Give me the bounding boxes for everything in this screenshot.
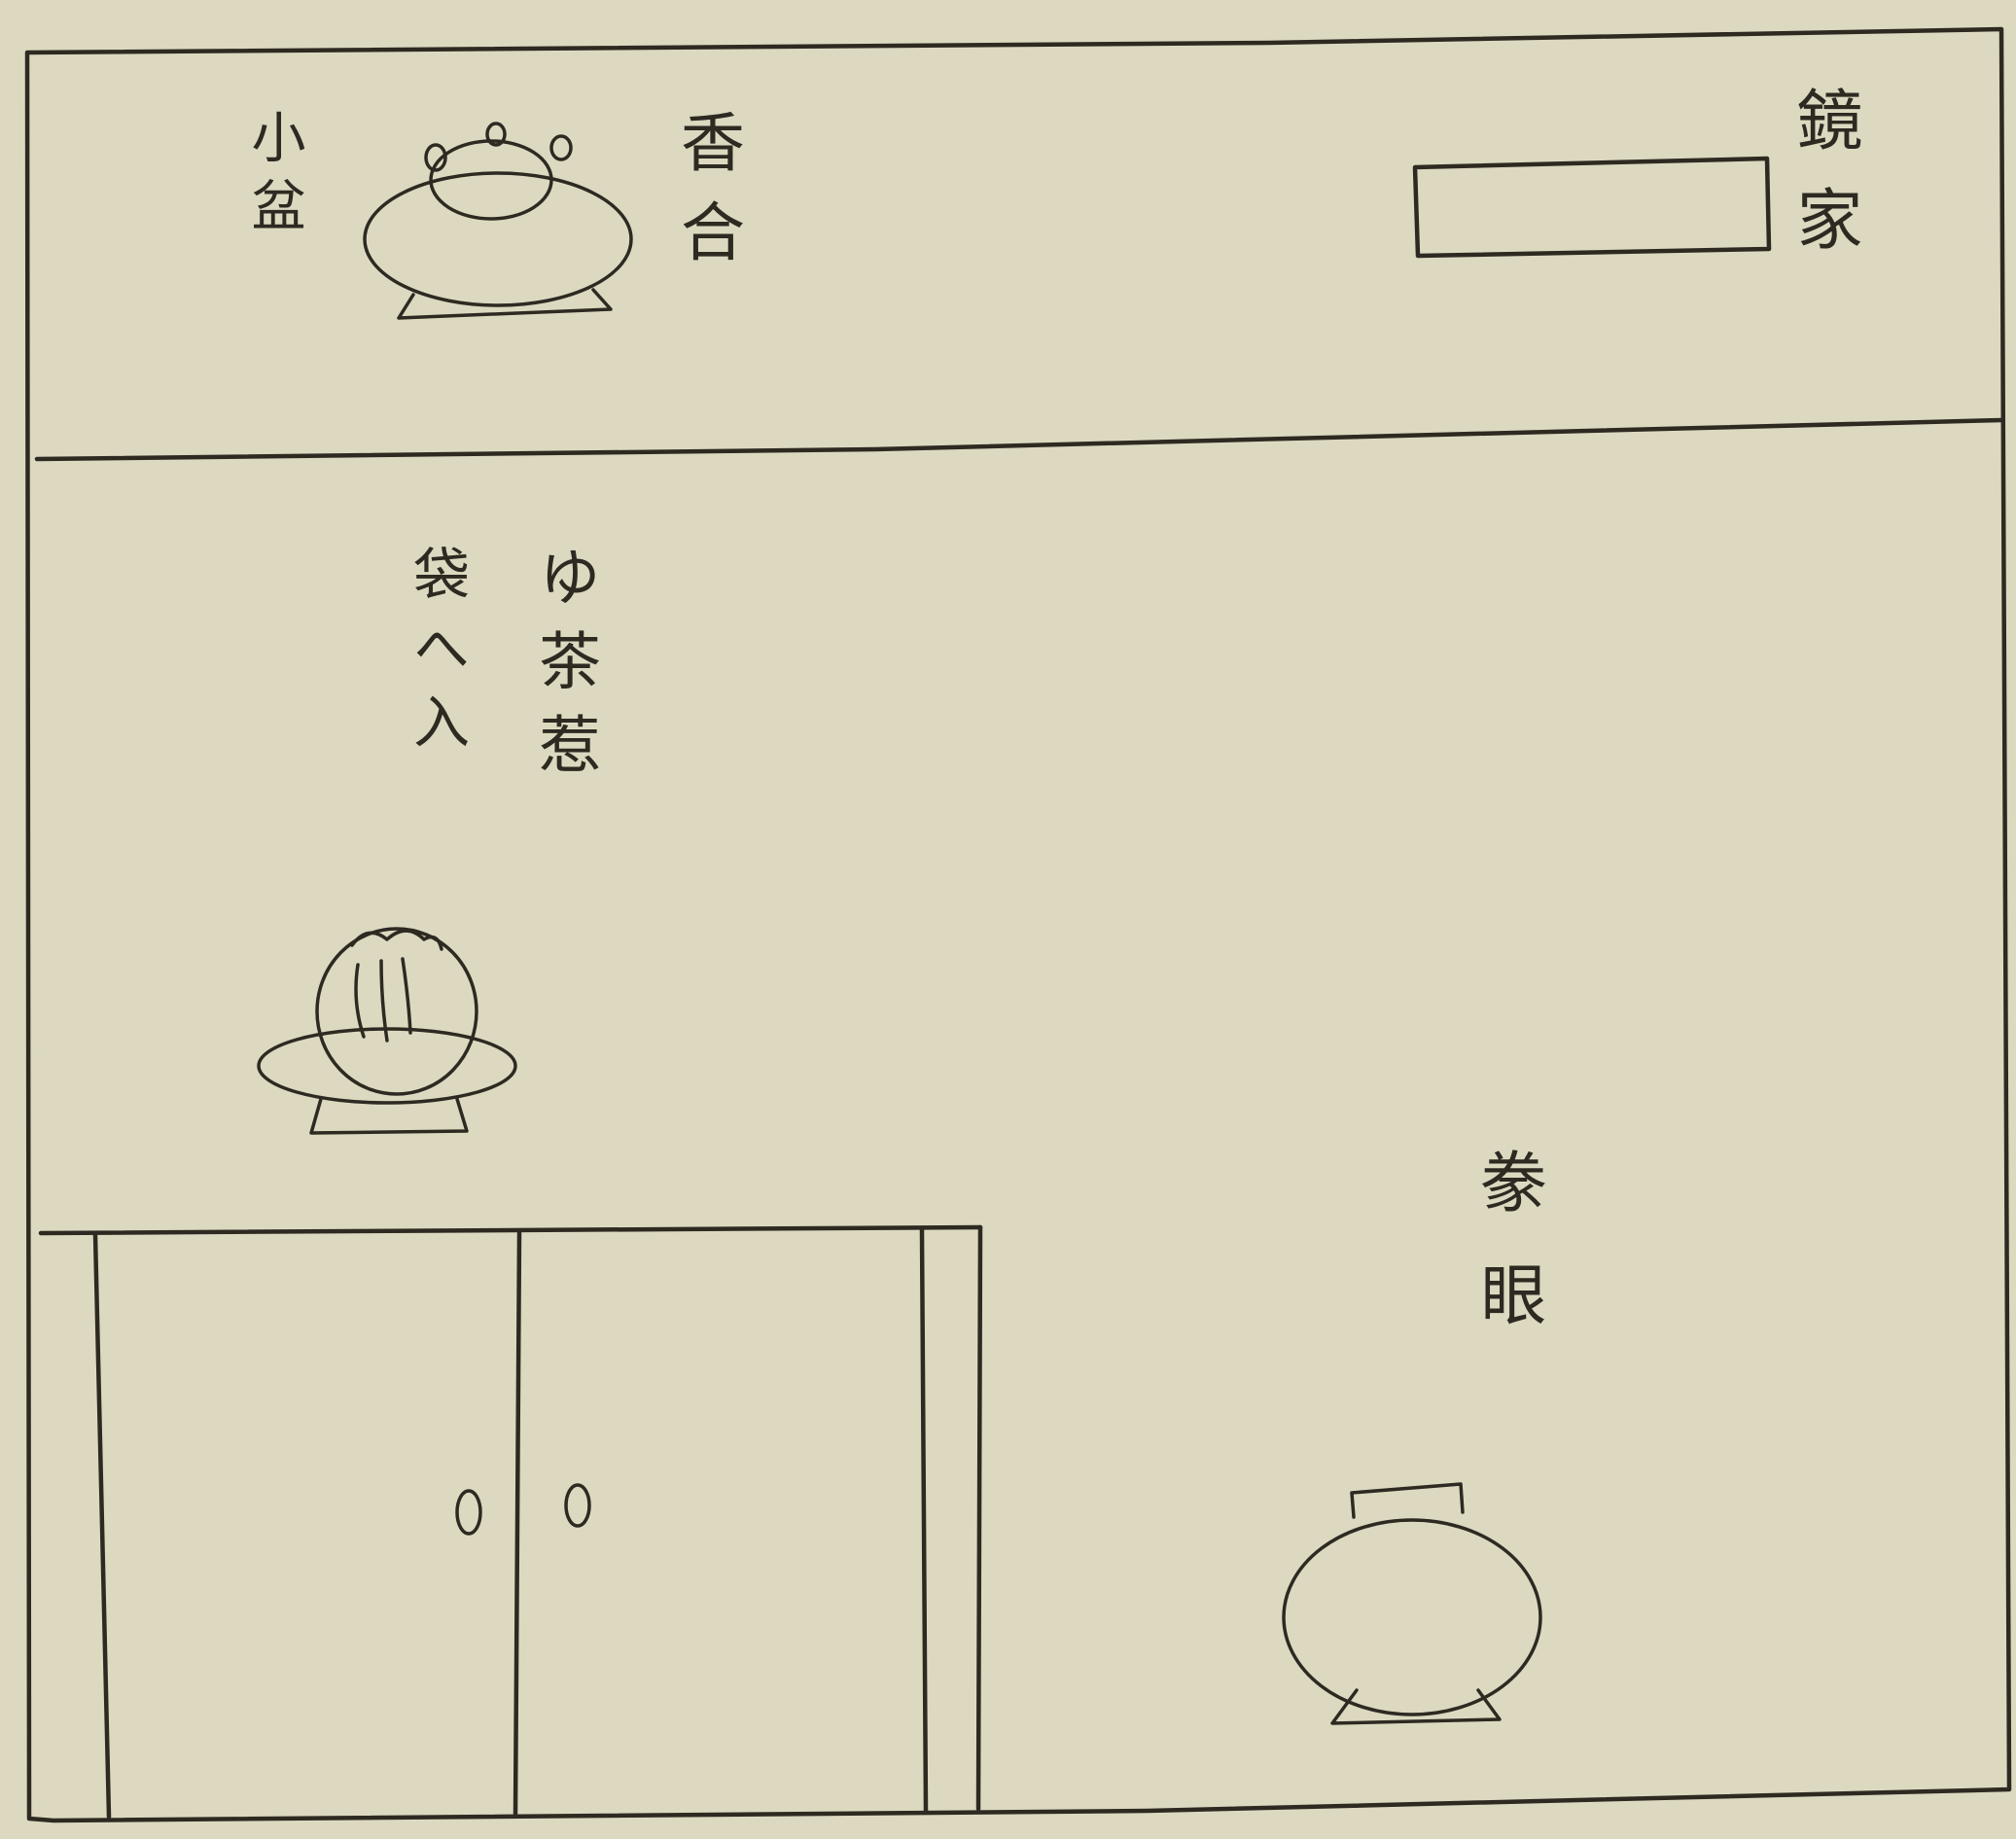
label-kyobako: 鏡家 [1785,86,1861,284]
bag-tie-knot [350,929,443,951]
label-kobon: 小盆 [242,109,305,245]
left-door-handle [455,1489,482,1536]
label-kogo: 香合 [670,109,745,288]
incense-box-drawing [363,122,633,320]
incense-box-lid [429,139,553,221]
tea-caddy-stand-base [309,1097,469,1135]
cabinet [38,1224,983,1820]
label-tengan: 豢眼 [1468,1148,1545,1373]
tea-caddy-bag [315,927,478,1096]
bag-folds [354,957,412,1043]
cabinet-right-side [975,1224,983,1812]
cabinet-center-line [513,1230,522,1818]
incense-box-knob-right [549,134,573,161]
label-chaire: ゆ茶惹 [528,545,600,796]
outer-frame [24,26,2012,1823]
small-tray-base [397,288,613,320]
cabinet-right-post [919,1227,929,1814]
tea-bowl-drawing [1282,1482,1542,1725]
cabinet-left-post [92,1232,112,1820]
tea-bowl-body [1282,1518,1542,1716]
incense-box-knob-top [485,122,507,147]
right-door-handle [564,1483,591,1528]
cabinet-top [38,1224,983,1236]
tea-bowl-stand [1330,1688,1502,1725]
incense-box-knob-left [424,143,447,172]
tea-bowl-rim [1350,1482,1465,1519]
label-fukuro: 袋へ入 [404,545,470,766]
small-tray [363,171,633,307]
tea-caddy-drawing [257,927,517,1135]
upper-shelf-line [34,417,2004,462]
mirror-box [1412,156,1772,259]
